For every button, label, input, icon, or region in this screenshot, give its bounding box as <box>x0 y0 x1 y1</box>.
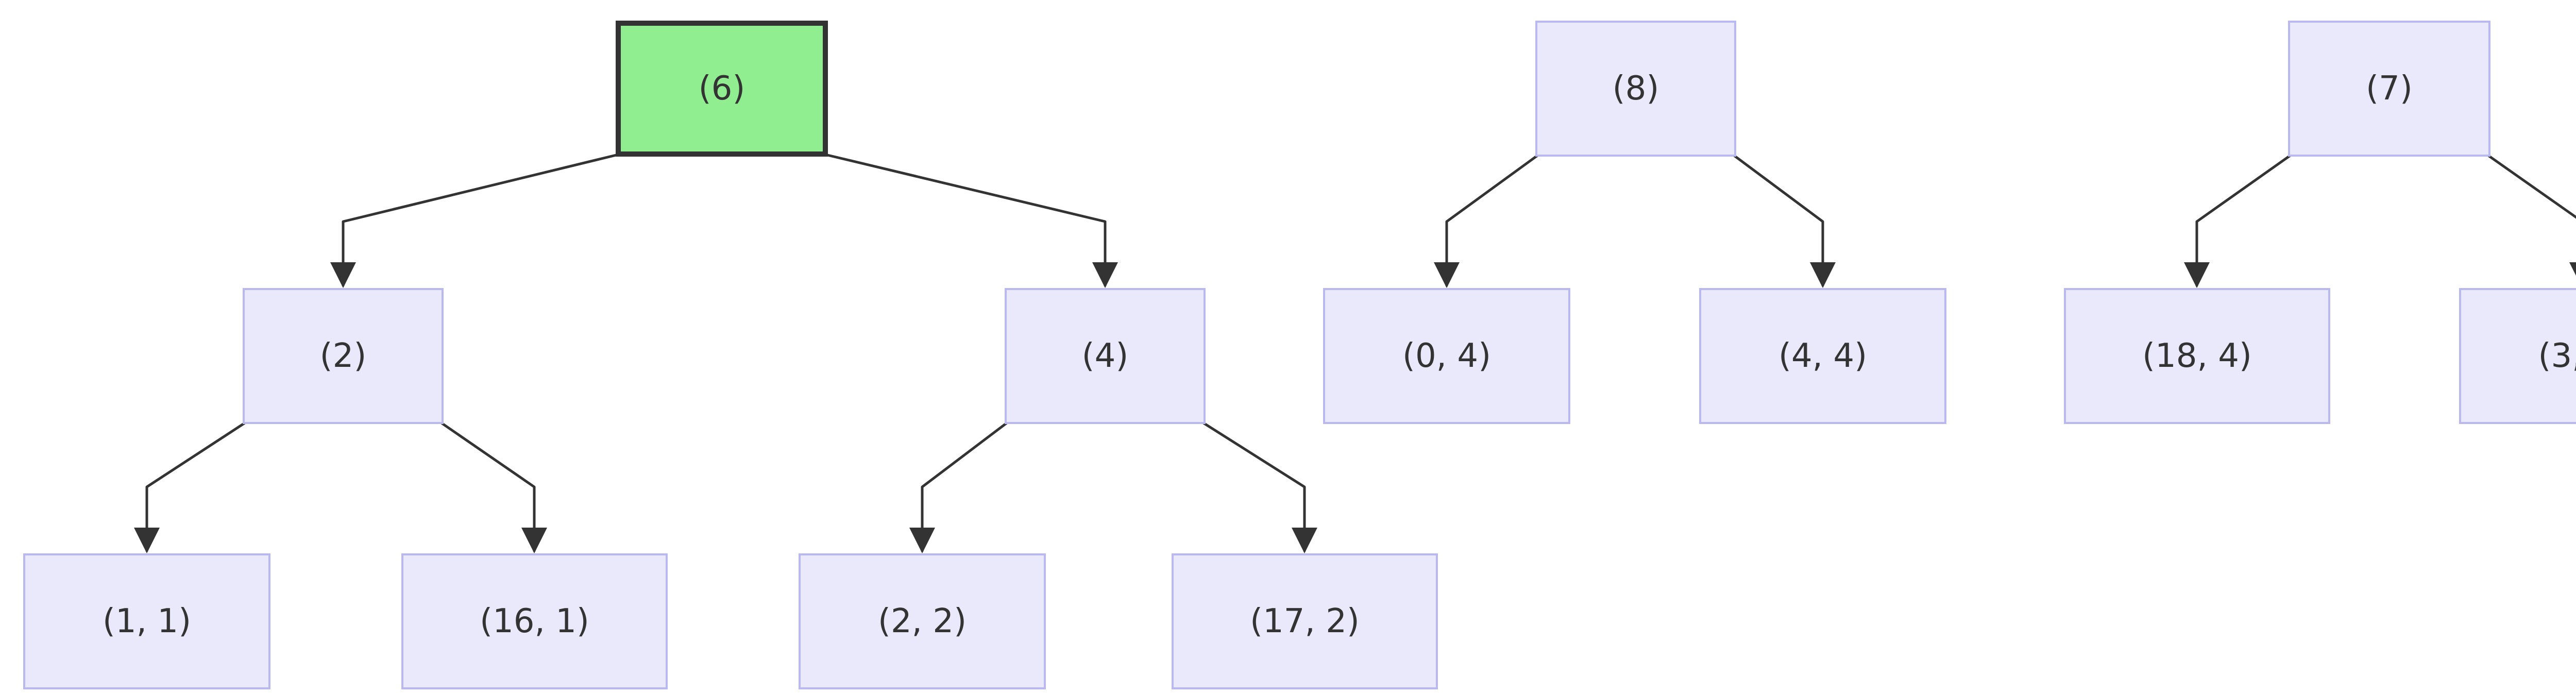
node-label: (16, 1) <box>480 602 589 640</box>
edge-t1-root-to-left <box>330 153 620 288</box>
tree1-leaf-left-left-node: (1, 1) <box>23 553 270 689</box>
node-label: (4) <box>1081 337 1129 375</box>
tree2-right-node: (4, 4) <box>1699 288 1946 424</box>
tree1-left-node: (2) <box>243 288 444 424</box>
edge-t1-right-to-rr <box>1202 421 1317 553</box>
edge-t1-left-to-lr <box>440 421 547 553</box>
node-label: (7) <box>2366 70 2413 108</box>
edge-t1-left-to-ll <box>134 421 246 553</box>
edge-t2-root-to-right <box>1733 154 1836 288</box>
tree1-right-node: (4) <box>1005 288 1206 424</box>
tree2-left-node: (0, 4) <box>1323 288 1570 424</box>
node-label: (0, 4) <box>1402 337 1492 375</box>
node-label: (17, 2) <box>1250 602 1360 640</box>
tree3-left-node: (18, 4) <box>2064 288 2330 424</box>
tree2-root-node: (8) <box>1535 21 1736 157</box>
node-label: (3, 3) <box>2538 337 2576 375</box>
node-label: (4, 4) <box>1778 337 1868 375</box>
tree1-leaf-right-left-node: (2, 2) <box>799 553 1046 689</box>
tree3-right-node: (3, 3) <box>2459 288 2576 424</box>
tree1-leaf-right-right-node: (17, 2) <box>1172 553 1438 689</box>
tree3-root-node: (7) <box>2288 21 2490 157</box>
node-label: (1, 1) <box>102 602 192 640</box>
tree1-leaf-left-right-node: (16, 1) <box>401 553 668 689</box>
edge-t1-root-to-right <box>824 153 1118 288</box>
edge-t3-root-to-left <box>2184 154 2292 288</box>
node-label: (8) <box>1612 70 1659 108</box>
node-label: (18, 4) <box>2142 337 2252 375</box>
node-label: (6) <box>698 70 745 108</box>
node-label: (2, 2) <box>877 602 967 640</box>
edge-t3-root-to-right <box>2487 154 2576 288</box>
node-label: (2) <box>319 337 367 375</box>
edge-t2-root-to-left <box>1434 154 1539 288</box>
edge-t1-right-to-rl <box>909 421 1008 553</box>
tree1-root-node: (6) <box>616 21 828 157</box>
